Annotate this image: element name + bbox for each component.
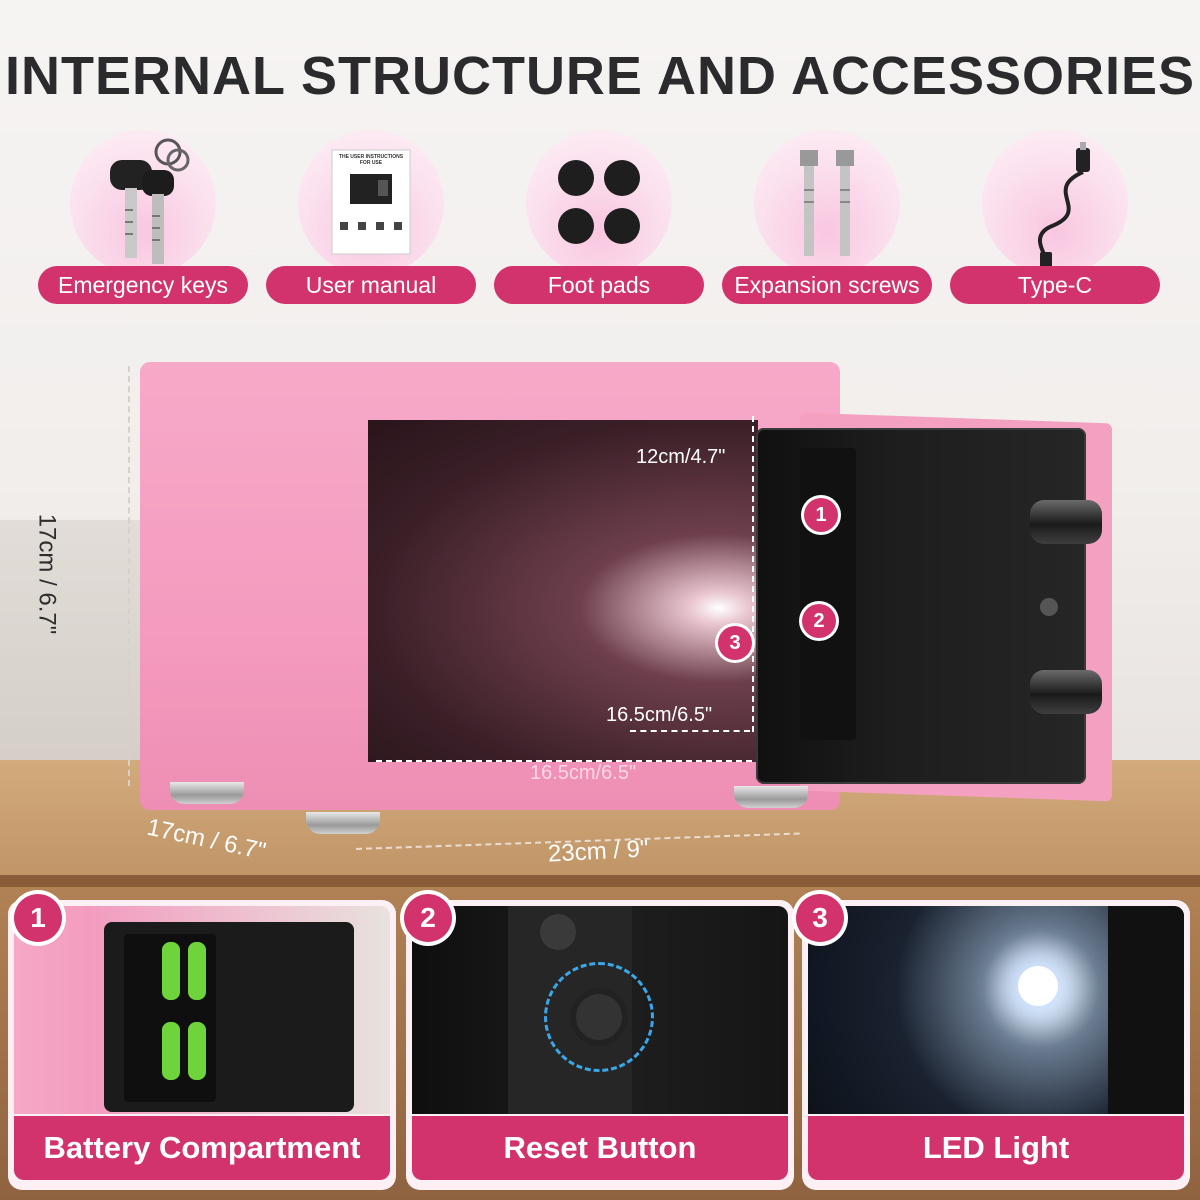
accessory-label: Foot pads	[494, 266, 704, 304]
accessory-foot-pads: Foot pads	[494, 130, 704, 310]
battery	[162, 1022, 180, 1080]
panel-photo	[412, 906, 788, 1114]
panel-caption: LED Light	[808, 1116, 1184, 1180]
foot-pads-icon	[558, 160, 640, 244]
accessory-type-c: Type-C	[950, 130, 1160, 310]
callout-battery: 1	[804, 498, 838, 532]
reset-screw-icon	[540, 914, 576, 950]
height-guide-line	[128, 366, 130, 786]
door-bolt-bottom	[1030, 670, 1102, 714]
door-screw	[1040, 598, 1058, 616]
accessory-user-manual: THE USER INSTRUCTIONS FOR USE User manua…	[266, 130, 476, 310]
inner-depth-guide-line	[630, 730, 750, 732]
inner-width-guide-line	[376, 760, 752, 762]
width-dimension-label: 23cm / 9"	[547, 835, 650, 868]
panel-photo	[808, 906, 1184, 1114]
height-dimension-label: 17cm / 6.7"	[33, 513, 61, 635]
panel-caption: Battery Compartment	[14, 1116, 390, 1180]
safe-foot	[734, 786, 808, 808]
door-side	[1108, 906, 1184, 1114]
reset-highlight-ring	[544, 962, 654, 1072]
panel-caption: Reset Button	[412, 1116, 788, 1180]
inner-height-guide-line	[752, 416, 754, 732]
expansion-screws-icon	[800, 150, 854, 256]
keys-icon	[110, 138, 190, 264]
accessory-emergency-keys: Emergency keys	[38, 130, 248, 310]
safe-foot	[170, 782, 244, 804]
accessory-backdrop	[754, 130, 900, 276]
callout-led: 3	[718, 626, 752, 660]
panel-number-badge: 1	[14, 894, 62, 942]
accessory-backdrop	[70, 130, 216, 276]
manual-icon	[331, 149, 411, 255]
usb-cable-icon	[1038, 142, 1090, 268]
door-inner-panel	[800, 448, 856, 740]
safe-interior	[368, 420, 758, 762]
accessory-backdrop	[982, 130, 1128, 276]
battery	[162, 942, 180, 1000]
safe-foot	[306, 812, 380, 834]
accessory-label: Emergency keys	[38, 266, 248, 304]
inner-depth-dimension-label: 16.5cm/6.5"	[606, 704, 713, 726]
led-light-icon	[1018, 966, 1058, 1006]
manual-cover-text: THE USER INSTRUCTIONS FOR USE	[338, 154, 404, 166]
panel-led-light: LED Light	[802, 900, 1190, 1190]
accessory-backdrop	[526, 130, 672, 276]
accessory-label: User manual	[266, 266, 476, 304]
panel-photo	[14, 906, 390, 1114]
panel-number-badge: 3	[796, 894, 844, 942]
inner-height-dimension-label: 12cm/4.7"	[636, 446, 726, 468]
panel-battery-compartment: Battery Compartment	[8, 900, 396, 1190]
reset-button-icon	[570, 988, 628, 1046]
accessory-expansion-screws: Expansion screws	[722, 130, 932, 310]
cabinet-edge	[0, 875, 1200, 887]
door-bolt-top	[1030, 500, 1102, 544]
battery	[188, 942, 206, 1000]
panel-reset-button: Reset Button	[406, 900, 794, 1190]
battery	[188, 1022, 206, 1080]
page-title: INTERNAL STRUCTURE AND ACCESSORIES	[4, 46, 1196, 106]
accessory-label: Type-C	[950, 266, 1160, 304]
callout-reset: 2	[802, 604, 836, 638]
accessory-label: Expansion screws	[722, 266, 932, 304]
panel-number-badge: 2	[404, 894, 452, 942]
inner-width-dimension-label: 16.5cm/6.5"	[530, 762, 637, 784]
background-shelf	[0, 520, 160, 800]
